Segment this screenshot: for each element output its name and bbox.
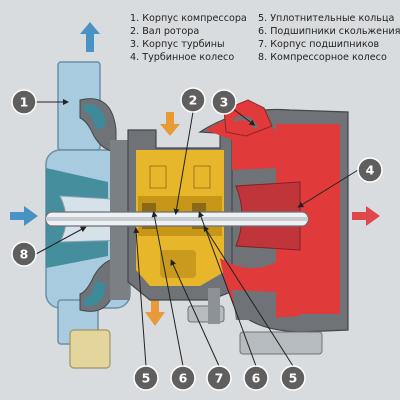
callout-8: 8 [11, 241, 37, 267]
callout-5-right: 5 [280, 365, 306, 391]
callout-3: 3 [211, 89, 237, 115]
callout-6-right: 6 [243, 365, 269, 391]
callout-6-right-label: 6 [252, 371, 261, 386]
oil-outlet-arrow-down [145, 300, 165, 326]
callouts: 1 2 3 4 8 5 6 7 [11, 87, 383, 391]
callout-2: 2 [180, 87, 206, 113]
legend-item-5: 5. Уплотнительные кольца [258, 13, 394, 24]
legend-item-6: 6. Подшипники скольжения [258, 26, 400, 37]
callout-2-label: 2 [189, 93, 198, 108]
legend-item-8: 8. Компрессорное колесо [258, 52, 387, 63]
legend: 1. Корпус компрессора 2. Вал ротора 3. К… [130, 13, 400, 63]
legend-item-7: 7. Корпус подшипников [258, 39, 379, 50]
callout-7-label: 7 [215, 371, 224, 386]
callout-5-right-label: 5 [289, 371, 298, 386]
flow-arrows [10, 22, 380, 326]
air-outlet-arrow-up [80, 22, 100, 52]
callout-4-label: 4 [366, 163, 375, 178]
callout-3-label: 3 [220, 95, 229, 110]
exhaust-outlet-arrow-right [352, 206, 380, 226]
air-inlet-arrow-right [10, 206, 38, 226]
leader-lines [35, 99, 359, 367]
legend-item-3: 3. Корпус турбины [130, 39, 225, 50]
callout-6-left: 6 [170, 365, 196, 391]
compressor-housing [45, 61, 131, 369]
callout-8-label: 8 [20, 247, 29, 262]
callout-5-left-label: 5 [142, 371, 151, 386]
rotor-shaft [45, 211, 309, 227]
oil-inlet-arrow-down [160, 112, 180, 136]
callout-6-left-label: 6 [179, 371, 188, 386]
callout-7: 7 [206, 365, 232, 391]
legend-item-4: 4. Турбинное колесо [130, 52, 234, 63]
callout-5-left: 5 [133, 365, 159, 391]
callout-1-label: 1 [20, 95, 29, 110]
callout-1: 1 [11, 89, 37, 115]
callout-4: 4 [357, 157, 383, 183]
legend-item-2: 2. Вал ротора [130, 26, 199, 37]
legend-item-1: 1. Корпус компрессора [130, 13, 247, 24]
